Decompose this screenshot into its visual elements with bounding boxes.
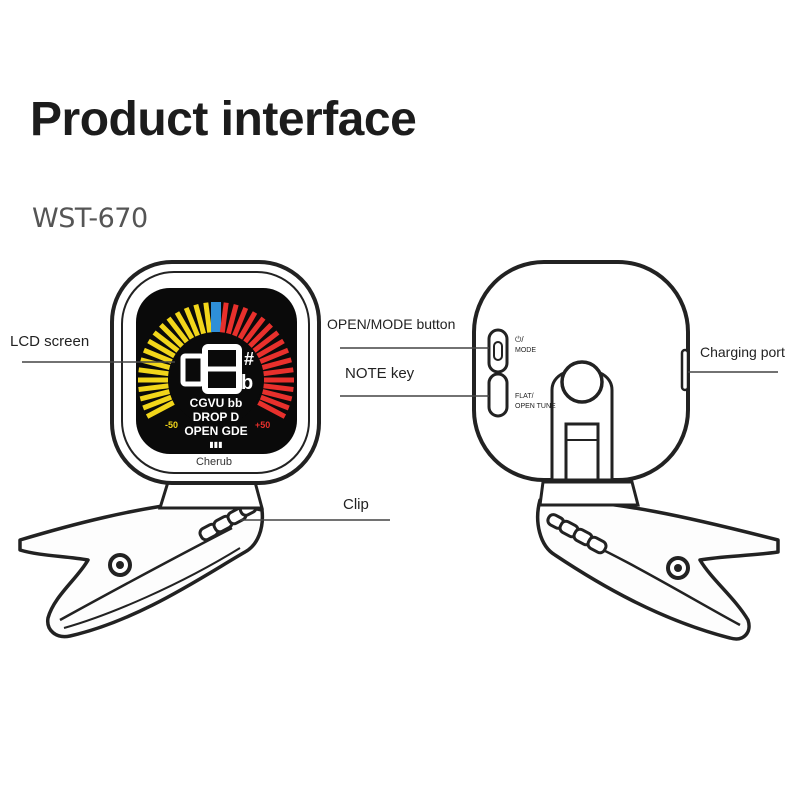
- display-scale-max: +50: [255, 420, 270, 430]
- dial-segment: [259, 394, 290, 411]
- dial-segment: [232, 306, 249, 337]
- charging-port-label: Charging port: [700, 344, 785, 360]
- dial-segment: [263, 383, 294, 392]
- dial-segment: [142, 394, 173, 411]
- open-mode-button-recess: [493, 341, 503, 361]
- display-flat: b: [241, 372, 253, 394]
- dial-segment: [139, 389, 171, 402]
- front-neck: [157, 480, 264, 510]
- model-number: WST-670: [32, 203, 148, 234]
- dial-segment: [225, 304, 239, 335]
- display-drop: DROP D: [193, 410, 240, 424]
- note-key-button[interactable]: [487, 372, 509, 418]
- open-mode-button-label: OPEN/MODE button: [327, 316, 456, 332]
- dial-segment: [252, 330, 280, 353]
- dial-segment: [142, 347, 173, 364]
- dial-segment: [259, 347, 290, 364]
- dial-segment: [256, 338, 285, 359]
- dial-segment: [203, 302, 213, 333]
- back-clip-pivot-center: [674, 564, 682, 572]
- flat-text-1: FLAT/: [515, 393, 534, 400]
- back-clip-jaw: [535, 498, 780, 641]
- page-title: Product interface: [30, 93, 417, 146]
- dial-segment: [257, 400, 287, 419]
- dial-segment: [140, 357, 171, 371]
- dial-segment: [243, 316, 266, 344]
- display-sharp: #: [244, 349, 254, 369]
- front-tuner: # b CGVU bb DROP D OPEN GDE -50 +50 ▮▮▮ …: [18, 260, 321, 639]
- front-clip-pivot-center: [116, 561, 124, 569]
- display-scale-min: -50: [165, 420, 178, 430]
- note-key-label: NOTE key: [345, 365, 415, 382]
- mode-text-1: ⏻/: [515, 335, 524, 344]
- dial-segment: [261, 357, 292, 371]
- dial-segment: [152, 330, 180, 353]
- dial-segment: [138, 367, 169, 377]
- dial-segment: [166, 316, 189, 344]
- display-modes: CGVU bb: [190, 396, 243, 410]
- open-mode-button[interactable]: [487, 328, 509, 374]
- dial-segment: [159, 323, 184, 348]
- dial-segment: [237, 311, 258, 340]
- dial-segment: [219, 302, 229, 333]
- dial-segment: [248, 323, 273, 348]
- dial-segment: [174, 311, 195, 340]
- display-open: OPEN GDE: [184, 424, 247, 438]
- dial-segment: [263, 367, 294, 377]
- callout-lines: [22, 347, 778, 521]
- clip-label: Clip: [343, 496, 369, 513]
- dial-segment: [145, 400, 175, 419]
- front-clip-grip: [198, 500, 258, 542]
- flat-text-2: OPEN TUNE: [515, 403, 556, 410]
- display-note-block: [180, 344, 242, 394]
- mode-text-2: MODE: [515, 347, 536, 354]
- lcd-screen-label: LCD screen: [10, 333, 90, 350]
- back-clip-grip: [546, 513, 608, 555]
- back-hinge-hole: [560, 360, 604, 404]
- back-hinge-arm: [564, 422, 600, 482]
- charging-port: [680, 348, 690, 392]
- dial-segment: [193, 304, 207, 335]
- brand-logo: Cherub: [196, 456, 232, 468]
- front-clip-lower-edge: [63, 547, 241, 629]
- dial-segment: [261, 389, 293, 402]
- back-neck: [538, 480, 640, 507]
- back-tuner: ⏻/ MODE FLAT/ OPEN TUNE: [472, 260, 780, 641]
- dial-segment: [138, 383, 169, 392]
- display-battery: ▮▮▮: [209, 440, 222, 449]
- dial-segment: [147, 338, 176, 359]
- dial-segment: [183, 306, 200, 337]
